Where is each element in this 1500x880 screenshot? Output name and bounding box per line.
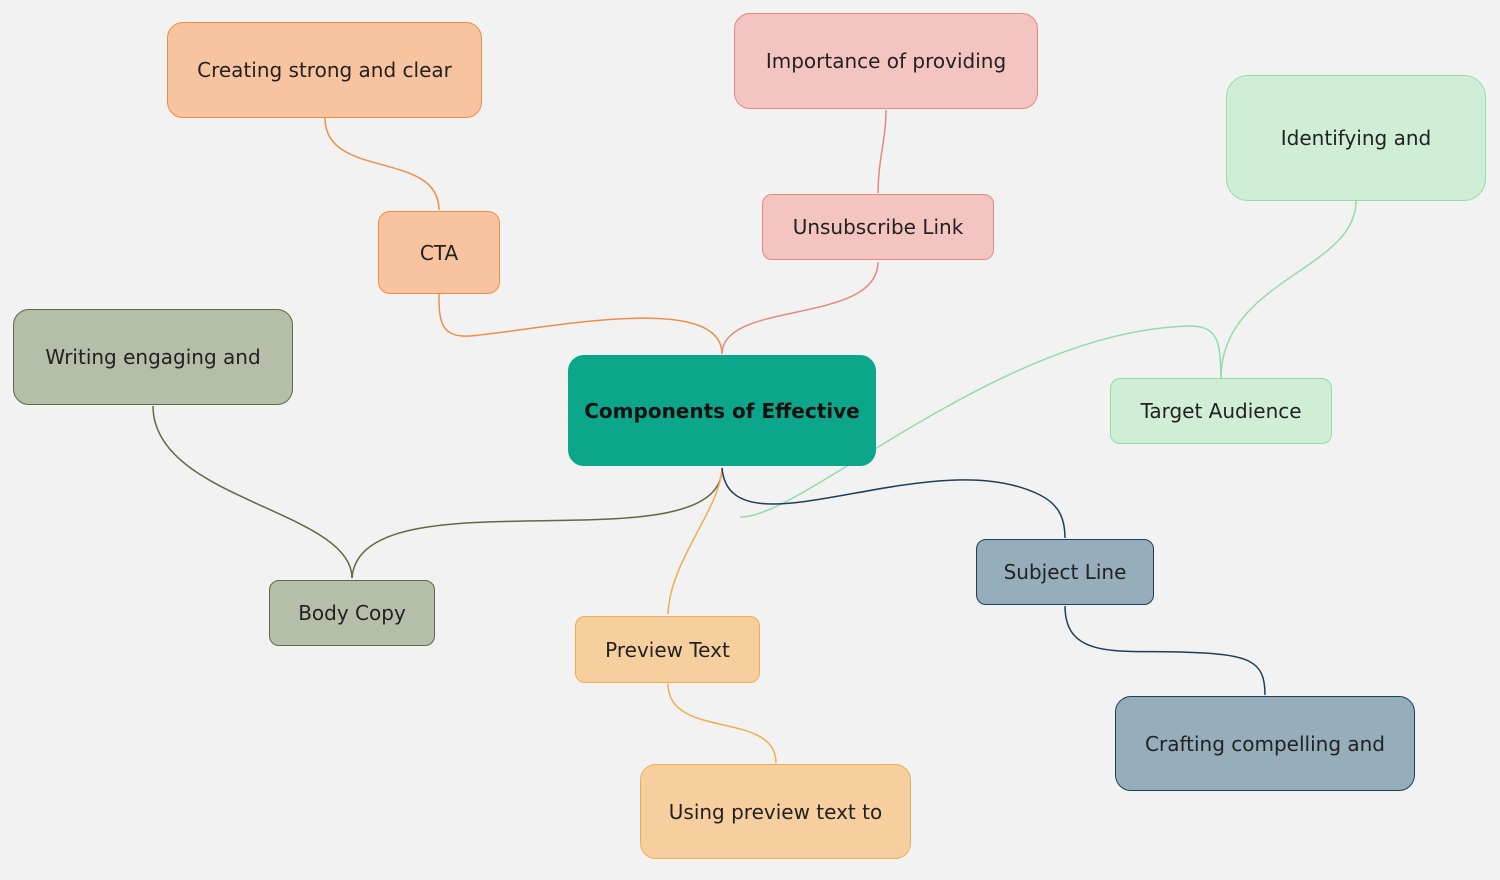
leaf-node-unsubscribe-detail[interactable]: Importance of providing <box>734 13 1038 109</box>
branch-label: CTA <box>419 240 459 265</box>
leaf-label: Creating strong and clear <box>197 58 452 82</box>
connector-cta <box>438 293 723 355</box>
leaf-node-body-detail[interactable]: Writing engaging and <box>13 309 293 405</box>
branch-node-subject-line[interactable]: Subject Line <box>976 539 1154 605</box>
leaf-node-cta-detail[interactable]: Creating strong and clear <box>167 22 482 118</box>
leaf-label: Using preview text to <box>668 799 883 824</box>
connector-body <box>152 405 353 579</box>
branch-label: Subject Line <box>1003 560 1127 584</box>
branch-node-unsubscribe-link[interactable]: Unsubscribe Link <box>762 194 994 260</box>
connector-cta <box>324 117 440 211</box>
connector-target <box>739 325 1222 518</box>
central-topic-node[interactable]: Components of Effective <box>568 355 876 466</box>
branch-node-target-audience[interactable]: Target Audience <box>1110 378 1332 444</box>
connector-subject <box>721 467 1066 539</box>
branch-label: Unsubscribe Link <box>792 215 964 239</box>
branch-node-preview-text[interactable]: Preview Text <box>575 616 760 683</box>
leaf-label: Writing engaging and <box>45 345 261 369</box>
connector-preview <box>667 683 777 764</box>
leaf-label: Identifying and <box>1280 126 1432 150</box>
connector-body <box>351 467 723 579</box>
connector-unsubscribe <box>721 261 879 355</box>
branch-label: Preview Text <box>605 637 730 662</box>
leaf-label: Importance of providing <box>765 49 1007 73</box>
connector-preview <box>667 467 723 615</box>
central-topic-label: Components of Effective <box>584 398 860 423</box>
branch-label: Body Copy <box>298 601 406 625</box>
connector-unsubscribe <box>877 109 887 194</box>
leaf-node-preview-detail[interactable]: Using preview text to <box>640 764 911 859</box>
leaf-node-target-detail[interactable]: Identifying and <box>1226 75 1486 201</box>
leaf-node-subject-detail[interactable]: Crafting compelling and <box>1115 696 1415 791</box>
branch-label: Target Audience <box>1140 399 1302 423</box>
leaf-label: Crafting compelling and <box>1145 731 1385 756</box>
branch-node-body-copy[interactable]: Body Copy <box>269 580 435 646</box>
connector-subject <box>1064 605 1266 696</box>
branch-node-cta[interactable]: CTA <box>378 211 500 294</box>
connector-target <box>1220 200 1357 379</box>
